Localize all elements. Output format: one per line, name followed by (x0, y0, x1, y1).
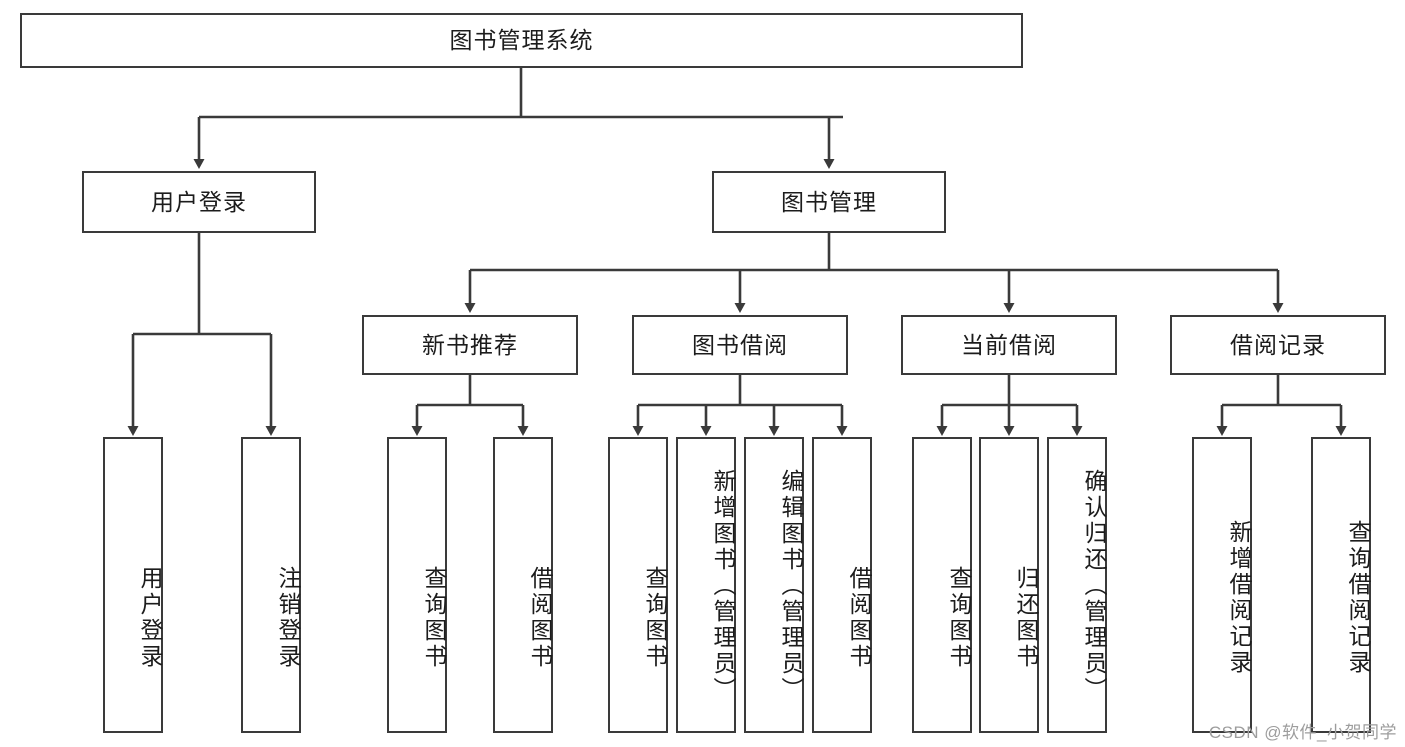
leaf-recommend-borrow-book[interactable]: 借阅图书 (493, 437, 553, 733)
leaf-current-return-book[interactable]: 归还图书 (979, 437, 1039, 733)
node-new-book-recommend[interactable]: 新书推荐 (362, 315, 578, 375)
node-label: 编辑图书（管理员） (778, 469, 804, 703)
node-borrow-record[interactable]: 借阅记录 (1170, 315, 1386, 375)
node-label: 注销登录 (275, 566, 301, 670)
leaf-current-confirm-return-admin[interactable]: 确认归还（管理员） (1047, 437, 1107, 733)
leaf-borrow-borrow-book[interactable]: 借阅图书 (812, 437, 872, 733)
node-label: 借阅图书 (846, 566, 872, 670)
node-book-borrow[interactable]: 图书借阅 (632, 315, 848, 375)
node-label: 查询借阅记录 (1345, 520, 1371, 676)
node-label: 图书管理系统 (449, 27, 594, 53)
node-root-system[interactable]: 图书管理系统 (20, 13, 1023, 68)
leaf-user-login[interactable]: 用户登录 (103, 437, 163, 733)
leaf-user-logout[interactable]: 注销登录 (241, 437, 301, 733)
leaf-borrow-query-book[interactable]: 查询图书 (608, 437, 668, 733)
node-label: 确认归还（管理员） (1081, 469, 1107, 703)
node-label: 借阅记录 (1230, 331, 1326, 358)
leaf-borrow-add-book-admin[interactable]: 新增图书（管理员） (676, 437, 736, 733)
node-book-management[interactable]: 图书管理 (712, 171, 946, 233)
node-label: 新增借阅记录 (1226, 520, 1252, 676)
node-label: 当前借阅 (961, 331, 1057, 358)
node-current-borrow[interactable]: 当前借阅 (901, 315, 1117, 375)
leaf-record-query-record[interactable]: 查询借阅记录 (1311, 437, 1371, 733)
leaf-current-query-book[interactable]: 查询图书 (912, 437, 972, 733)
node-label: 借阅图书 (527, 566, 553, 670)
node-label: 查询图书 (642, 566, 668, 670)
node-label: 查询图书 (946, 566, 972, 670)
node-label: 查询图书 (421, 566, 447, 670)
node-label: 新增图书（管理员） (710, 469, 736, 703)
node-user-login[interactable]: 用户登录 (82, 171, 316, 233)
node-label: 新书推荐 (422, 331, 518, 358)
node-label: 用户登录 (137, 566, 163, 670)
leaf-borrow-edit-book-admin[interactable]: 编辑图书（管理员） (744, 437, 804, 733)
node-label: 用户登录 (151, 188, 247, 215)
watermark-text: CSDN @软件_小贺同学 (1208, 723, 1397, 742)
node-label: 图书借阅 (692, 331, 788, 358)
node-label: 归还图书 (1013, 566, 1039, 670)
leaf-recommend-query-book[interactable]: 查询图书 (387, 437, 447, 733)
node-label: 图书管理 (781, 188, 877, 215)
leaf-record-add-record[interactable]: 新增借阅记录 (1192, 437, 1252, 733)
